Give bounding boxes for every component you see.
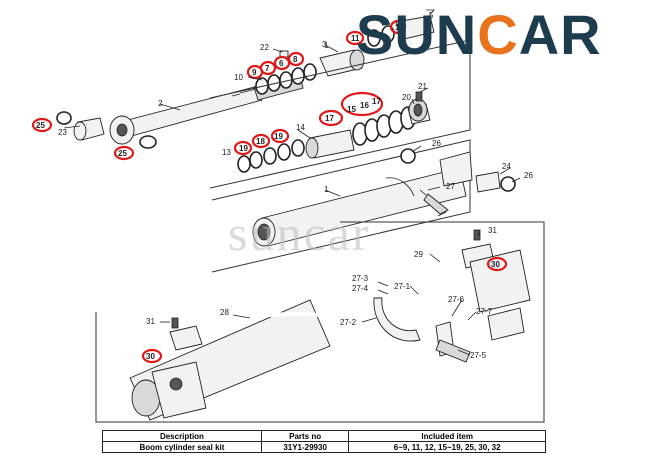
label-part-26b: 26 bbox=[524, 171, 533, 180]
label-part-27-2: 27-2 bbox=[340, 318, 357, 327]
label-part-27-4: 27-4 bbox=[352, 284, 369, 293]
brand-accent-letter: C bbox=[477, 3, 519, 66]
label-part-27: 27 bbox=[446, 182, 455, 191]
label-part-25a: 25 bbox=[36, 121, 45, 130]
table-header-row: Description Parts no Included item bbox=[102, 430, 546, 442]
watermark-text: suncar bbox=[228, 205, 371, 261]
label-part-1-top: 1 bbox=[324, 41, 329, 50]
label-part-17b: 17 bbox=[325, 114, 334, 123]
cell-included-item: 6~9, 11, 12, 15~19, 25, 30, 32 bbox=[348, 441, 546, 453]
label-part-17a: 17 bbox=[372, 97, 381, 106]
label-part-25b: 25 bbox=[118, 149, 127, 158]
label-part-24: 24 bbox=[502, 162, 511, 171]
cell-parts-no: 31Y1-29930 bbox=[260, 441, 350, 453]
label-part-26a: 26 bbox=[432, 139, 441, 148]
label-part-27-3: 27-3 bbox=[352, 274, 369, 283]
label-part-28: 28 bbox=[220, 308, 229, 317]
label-part-27-6: 27-6 bbox=[448, 295, 465, 304]
label-part-8: 8 bbox=[293, 55, 298, 64]
label-part-31b: 31 bbox=[146, 317, 155, 326]
piping-assembly bbox=[95, 221, 545, 423]
label-part-19a: 19 bbox=[239, 144, 248, 153]
label-part-21: 21 bbox=[418, 82, 427, 91]
highlight-rings bbox=[31, 19, 508, 364]
label-part-20: 20 bbox=[402, 93, 411, 102]
label-part-23: 23 bbox=[58, 128, 67, 137]
label-part-13: 13 bbox=[222, 148, 231, 157]
header-parts-no: Parts no bbox=[260, 430, 350, 442]
label-part-15: 15 bbox=[347, 105, 356, 114]
label-part-30a: 30 bbox=[491, 260, 500, 269]
cell-description: Boom cylinder seal kit bbox=[102, 441, 262, 453]
label-part-12: 12 bbox=[395, 23, 404, 32]
label-part-31a: 31 bbox=[488, 226, 497, 235]
piston-assembly bbox=[209, 39, 471, 189]
label-part-16: 16 bbox=[360, 101, 369, 110]
label-part-14: 14 bbox=[296, 123, 305, 132]
label-part-1: 1 bbox=[324, 185, 329, 194]
label-part-6: 6 bbox=[279, 59, 284, 68]
label-part-9: 9 bbox=[252, 68, 257, 77]
label-part-7: 7 bbox=[265, 64, 270, 73]
label-part-30b: 30 bbox=[146, 352, 155, 361]
label-part-5: 5 bbox=[429, 11, 434, 20]
label-part-29: 29 bbox=[414, 250, 423, 259]
brand-prefix: SUN bbox=[356, 3, 478, 66]
cylinder-tube bbox=[211, 139, 516, 273]
brand-logo: SUNCAR bbox=[356, 4, 602, 66]
label-part-27-5: 27-5 bbox=[470, 351, 487, 360]
header-description: Description bbox=[102, 430, 262, 442]
label-part-3: 3 bbox=[322, 40, 327, 49]
label-part-2: 2 bbox=[158, 99, 163, 108]
label-part-11: 11 bbox=[351, 34, 360, 43]
label-part-22: 22 bbox=[260, 43, 269, 52]
label-part-27-1: 27-1 bbox=[394, 282, 411, 291]
header-included-item: Included item bbox=[348, 430, 546, 442]
brand-suffix: AR bbox=[518, 3, 602, 66]
label-part-27-7: 27-7 bbox=[476, 307, 493, 316]
label-part-19b: 19 bbox=[274, 132, 283, 141]
part-number-labels: 1 1 2 3 5 9 10 11 12 7 6 8 13 14 15 16 1… bbox=[36, 11, 533, 361]
leader-lines bbox=[63, 44, 521, 356]
table-row: Boom cylinder seal kit 31Y1-29930 6~9, 1… bbox=[102, 441, 546, 453]
label-part-10: 10 bbox=[234, 73, 243, 82]
label-part-18: 18 bbox=[256, 137, 265, 146]
seal-kit-table: Description Parts no Included item Boom … bbox=[102, 430, 546, 453]
